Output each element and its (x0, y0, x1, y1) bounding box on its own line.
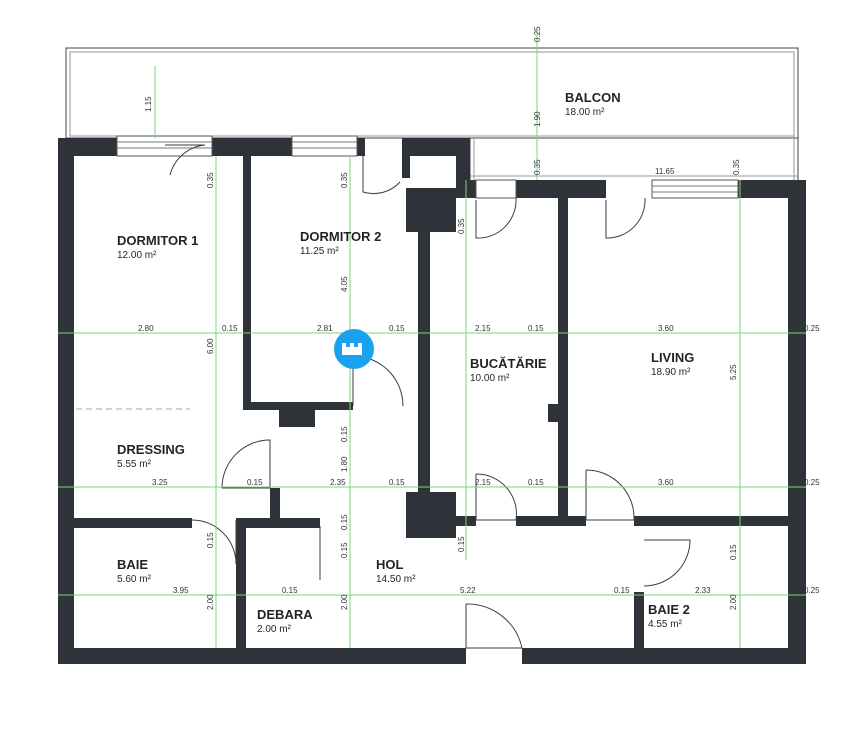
dim-label: 2.00 (340, 594, 349, 610)
dim-label: 0.35 (533, 159, 542, 175)
room-dormitor2-name: DORMITOR 2 (300, 229, 381, 244)
room-balcon-area: 18.00 m² (565, 107, 605, 118)
room-baie-name: BAIE (117, 557, 148, 572)
windows (116, 135, 739, 199)
dim-label: 3.95 (173, 586, 189, 595)
room-dressing-name: DRESSING (117, 442, 185, 457)
dim-label: 11.65 (655, 167, 675, 176)
dim-label: 0.15 (614, 586, 630, 595)
dimension-guides (58, 30, 806, 648)
room-baie-area: 5.60 m² (117, 574, 152, 585)
dim-label: 2.80 (138, 324, 154, 333)
dim-label: 3.60 (658, 478, 674, 487)
dim-label: 0.25 (533, 26, 542, 42)
dim-label: 0.25 (804, 586, 820, 595)
room-bucatarie-name: BUCĂTĂRIE (470, 356, 547, 371)
dim-label: 0.15 (528, 478, 544, 487)
agency-logo-icon (334, 329, 374, 369)
room-baie2-area: 4.55 m² (648, 619, 683, 630)
room-dormitor1-name: DORMITOR 1 (117, 233, 198, 248)
dim-label: 0.35 (206, 172, 215, 188)
dim-label: 5.22 (460, 586, 476, 595)
room-dormitor1-area: 12.00 m² (117, 250, 157, 261)
dim-label: 0.15 (457, 536, 466, 552)
room-bucatarie-area: 10.00 m² (470, 373, 510, 384)
dim-label: 0.35 (732, 159, 741, 175)
room-labels: BALCON 18.00 m² DORMITOR 1 12.00 m² DORM… (117, 90, 694, 635)
room-debara-name: DEBARA (257, 607, 313, 622)
room-dormitor2-area: 11.25 m² (300, 246, 339, 257)
dim-label: 1.90 (533, 111, 542, 127)
room-hol-name: HOL (376, 557, 404, 572)
doors (165, 144, 691, 649)
dim-label: 0.15 (340, 514, 349, 530)
dim-label: 3.25 (152, 478, 168, 487)
room-living-area: 18.90 m² (651, 367, 691, 378)
room-hol-area: 14.50 m² (376, 574, 416, 585)
room-debara-area: 2.00 m² (257, 624, 292, 635)
dim-label: 0.35 (340, 172, 349, 188)
dim-label: 2.33 (695, 586, 711, 595)
walls (58, 138, 806, 664)
dim-label: 0.15 (247, 478, 263, 487)
dim-label: 3.60 (658, 324, 674, 333)
dim-label: 0.25 (804, 478, 820, 487)
dim-label: 0.15 (206, 532, 215, 548)
dim-label: 4.05 (340, 276, 349, 292)
room-baie2-name: BAIE 2 (648, 602, 690, 617)
dim-label: 0.15 (340, 542, 349, 558)
room-living-name: LIVING (651, 350, 694, 365)
dim-label: 0.15 (528, 324, 544, 333)
dim-label: 1.15 (144, 96, 153, 112)
dim-label: 2.00 (206, 594, 215, 610)
dim-label: 0.15 (340, 426, 349, 442)
dim-label: 2.15 (475, 478, 491, 487)
dim-label: 2.35 (330, 478, 346, 487)
dim-label: 6.00 (206, 338, 215, 354)
dim-label: 0.15 (282, 586, 298, 595)
dim-label: 1.80 (340, 456, 349, 472)
dim-label: 0.35 (457, 218, 466, 234)
dim-label: 0.15 (729, 544, 738, 560)
room-dressing-area: 5.55 m² (117, 459, 152, 470)
dim-label: 5.25 (729, 364, 738, 380)
dim-label: 2.15 (475, 324, 491, 333)
dim-label: 2.00 (729, 594, 738, 610)
dimension-labels: 0.25 1.15 1.90 0.35 0.35 11.65 0.35 0.35… (138, 26, 820, 610)
room-balcon-name: BALCON (565, 90, 621, 105)
dim-label: 0.15 (222, 324, 238, 333)
dim-label: 0.25 (804, 324, 820, 333)
dim-label: 0.15 (389, 478, 405, 487)
dim-label: 2.81 (317, 324, 333, 333)
dim-label: 0.15 (389, 324, 405, 333)
